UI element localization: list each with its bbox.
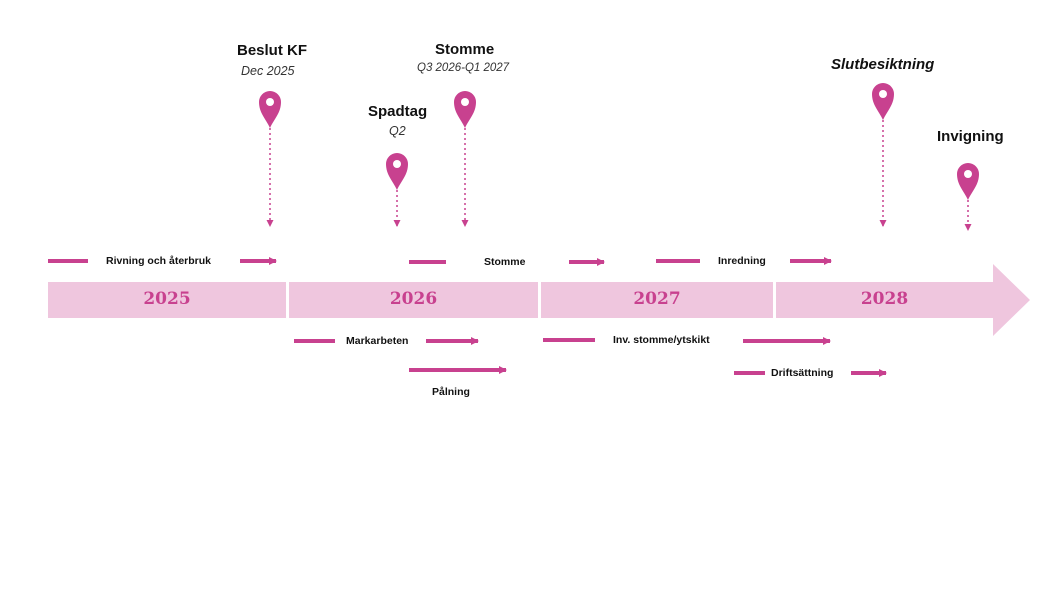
activity-bars <box>48 257 887 377</box>
year-label-2027: 2027 <box>633 289 681 309</box>
year-band <box>48 264 1030 336</box>
activity-label-rivning: Rivning och återbruk <box>106 255 212 267</box>
activity-label-driftsattning: Driftsättning <box>771 367 834 379</box>
year-label-2026: 2026 <box>389 289 438 309</box>
milestone-drop-lines <box>266 120 972 231</box>
map-pin-icon <box>386 153 408 190</box>
activity-label-inv-stomme: Inv. stomme/ytskikt <box>613 334 710 346</box>
activity-label-stomme: Stomme <box>484 256 526 268</box>
map-pin-icon <box>259 91 281 128</box>
milestone-sub-stomme: Q3 2026-Q1 2027 <box>417 62 510 74</box>
activity-label-inredning: Inredning <box>718 255 766 267</box>
year-label-2028: 2028 <box>860 289 909 309</box>
milestone-title-slutbesiktning: Slutbesiktning <box>831 56 935 73</box>
milestone-title-invigning: Invigning <box>937 128 1004 145</box>
milestone-pins <box>259 83 979 200</box>
year-label-2025: 2025 <box>143 289 191 309</box>
milestone-title-stomme: Stomme <box>435 41 495 58</box>
milestone-sub-spadtag: Q2 <box>389 124 406 138</box>
map-pin-icon <box>872 83 894 120</box>
year-segment-2028-arrow <box>776 264 1030 336</box>
map-pin-icon <box>957 163 979 200</box>
activity-label-palning: Pålning <box>432 386 470 398</box>
year-segment-2025 <box>48 282 286 318</box>
activity-label-markarbeten: Markarbeten <box>346 335 409 347</box>
year-segment-2027 <box>541 282 773 318</box>
map-pin-icon <box>454 91 476 128</box>
milestone-title-beslut: Beslut KF <box>237 42 308 59</box>
milestone-title-spadtag: Spadtag <box>368 103 428 120</box>
milestone-sub-beslut: Dec 2025 <box>241 64 295 78</box>
year-segment-2026 <box>289 282 538 318</box>
